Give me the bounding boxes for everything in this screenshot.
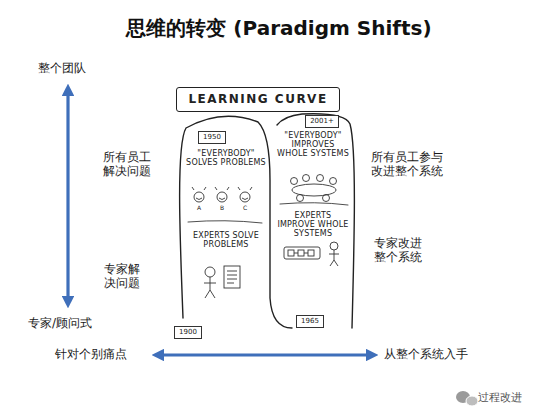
axis-label: 针对个别痛点	[55, 347, 145, 361]
side-label: 所有员工参与改进整个系统	[371, 150, 449, 179]
callout-letter: C	[240, 204, 250, 211]
watermark: 过程改进	[478, 391, 522, 404]
people-icons	[192, 187, 252, 202]
box-text: 1900	[178, 328, 198, 336]
callout-letter: A	[194, 204, 204, 211]
axis-label: 从整个系统入手	[384, 347, 488, 361]
axis-label: 整个团队	[38, 61, 98, 75]
watermark-icon	[456, 391, 478, 406]
sketch-text: "EVERYBODY" SOLVES PROBLEMS	[186, 150, 266, 168]
title: 思维的转变 (Paradigm Shifts)	[126, 16, 431, 40]
box-text: 1950	[202, 133, 222, 141]
vertical-arrow	[66, 90, 69, 302]
box-text: 1965	[300, 317, 320, 325]
side-label: 专家改进整个系统	[374, 236, 426, 265]
sketch-text: EXPERTS SOLVE PROBLEMS	[186, 232, 266, 250]
side-label: 所有员工解决问题	[103, 150, 155, 179]
expert-with-paper	[204, 266, 240, 298]
curve-outline	[180, 114, 355, 328]
year-box: 2001+	[305, 115, 339, 128]
box-text: LEARNING CURVE	[187, 92, 329, 106]
year-box: 1900	[174, 326, 202, 339]
box-text: 2001+	[309, 117, 335, 125]
team-at-table	[291, 175, 337, 202]
callout-letter: B	[217, 204, 227, 211]
axis-label: 专家/顾问式	[28, 316, 108, 330]
side-label: 专家解决问题	[104, 262, 144, 291]
system-improvement	[284, 242, 339, 266]
year-box: 1965	[296, 315, 324, 328]
year-box: 1950	[198, 131, 226, 144]
horizontal-arrow	[158, 353, 372, 356]
title-box: LEARNING CURVE	[176, 87, 340, 112]
sketch-text: EXPERTS IMPROVE WHOLE SYSTEMS	[275, 212, 351, 239]
sketch-text: "EVERYBODY" IMPROVES WHOLE SYSTEMS	[275, 132, 351, 159]
